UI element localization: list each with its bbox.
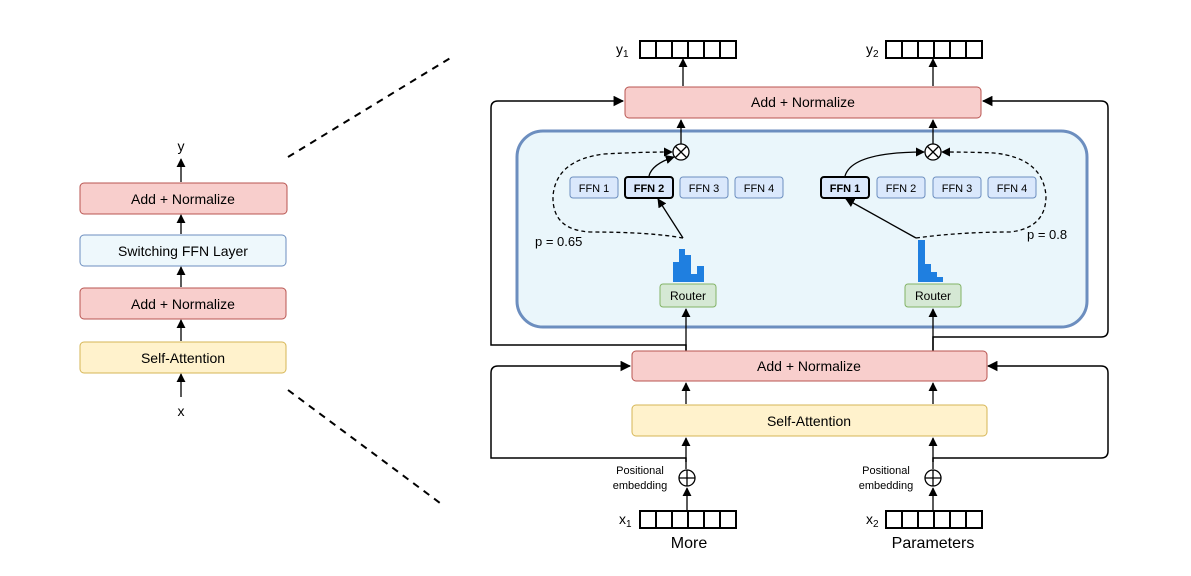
multiply-node-1: [672, 143, 690, 161]
left-add-normalize-top-label: Add + Normalize: [131, 191, 235, 207]
left-add-normalize-bottom-label: Add + Normalize: [131, 296, 235, 312]
pos-emb-2-line1: Positional: [862, 465, 910, 477]
zoom-line-bottom: [287, 389, 441, 504]
output-2-sub: 2: [873, 49, 879, 60]
left-switching-ffn-label: Switching FFN Layer: [118, 243, 248, 259]
left-overview: y Add + Normalize Switching FFN Layer Ad…: [79, 138, 288, 419]
dashed-path-2: [915, 147, 1047, 239]
right-self-attention: [631, 404, 988, 437]
ffn-1-1-label: FFN 1: [579, 183, 610, 195]
ffn-1-4: [734, 176, 784, 199]
ffn-2-4: [987, 176, 1037, 199]
ffn-2-1-label: FFN 1: [830, 183, 861, 195]
left-input-label: x: [178, 403, 185, 419]
ffn-2-to-multiply: [844, 147, 925, 177]
input-2-sub: 2: [873, 519, 879, 530]
right-detail: y1 y2 Add + Normalize: [490, 40, 1109, 552]
probability-1: p = 0.65: [535, 234, 582, 249]
svg-text:y2: y2: [866, 41, 879, 60]
router-1-to-ffn: [657, 198, 684, 239]
router-2-label: Router: [915, 289, 951, 303]
ffn-2-1-selected: [820, 176, 870, 199]
pos-emb-1-line1: Positional: [616, 465, 664, 477]
left-add-normalize-bottom: [79, 287, 287, 320]
router-1: [659, 283, 717, 308]
pos-embedding-add-1: [678, 469, 696, 487]
ffn-1-1: [569, 176, 619, 199]
ffn-2-3-label: FFN 3: [942, 183, 973, 195]
output-vector-2: y2: [866, 40, 983, 60]
input-1-sub: 1: [626, 519, 632, 530]
input-1-var: x: [619, 511, 626, 527]
left-output-label: y: [178, 138, 185, 154]
input-2-var: x: [866, 511, 873, 527]
residual-top-left: [490, 95, 687, 352]
router-2: [904, 283, 962, 308]
residual-bottom-right: [932, 360, 1109, 462]
ffn-1-to-multiply: [648, 155, 675, 177]
pos-emb-1-line2: embedding: [613, 480, 667, 492]
input-vector-1: x1: [619, 510, 737, 530]
router-histogram-2: [918, 240, 943, 282]
residual-bottom-left: [490, 360, 687, 462]
token-1-word: More: [671, 535, 708, 552]
right-self-attention-label: Self-Attention: [767, 413, 851, 429]
ffn-1-4-label: FFN 4: [744, 183, 775, 195]
ffn-2-2-label: FFN 2: [886, 183, 917, 195]
ffn-1-2-selected: [624, 176, 674, 199]
left-switching-ffn-layer: [79, 234, 287, 267]
right-add-normalize-mid-label: Add + Normalize: [757, 358, 861, 374]
ffn-2-4-label: FFN 4: [997, 183, 1028, 195]
output-1-var: y: [616, 41, 623, 57]
svg-text:x2: x2: [866, 511, 879, 530]
pos-embedding-add-2: [924, 469, 942, 487]
ffn-1-3: [679, 176, 729, 199]
token-2-word: Parameters: [892, 535, 975, 552]
switching-ffn-region: [515, 129, 1089, 329]
right-add-normalize-top-label: Add + Normalize: [751, 94, 855, 110]
router-2-to-ffn: [845, 198, 917, 239]
ffn-1-3-label: FFN 3: [689, 183, 720, 195]
svg-text:x1: x1: [619, 511, 632, 530]
router-1-label: Router: [670, 289, 706, 303]
zoom-line-top: [287, 56, 453, 158]
ffn-2-2: [876, 176, 926, 199]
svg-text:y1: y1: [616, 41, 629, 60]
ffn-group-1: FFN 1 FFN 2 FFN 3 FFN 4: [569, 176, 784, 199]
output-vector-1: y1: [616, 40, 737, 60]
ffn-2-3: [932, 176, 982, 199]
pos-emb-2-line2: embedding: [859, 480, 913, 492]
ffn-1-2-label: FFN 2: [634, 183, 665, 195]
left-add-normalize-top: [79, 182, 288, 215]
output-2-var: y: [866, 41, 873, 57]
probability-2: p = 0.8: [1027, 227, 1067, 242]
input-vector-2: x2: [866, 510, 983, 530]
ffn-group-2: FFN 1 FFN 2 FFN 3 FFN 4: [820, 176, 1037, 199]
left-self-attention-label: Self-Attention: [141, 350, 225, 366]
router-histogram-1: [673, 249, 704, 282]
right-add-normalize-mid: [631, 350, 988, 382]
left-self-attention: [79, 341, 287, 374]
right-add-normalize-top: [624, 86, 982, 119]
multiply-node-2: [924, 143, 942, 161]
residual-top-right: [932, 95, 1109, 352]
output-1-sub: 1: [623, 49, 629, 60]
